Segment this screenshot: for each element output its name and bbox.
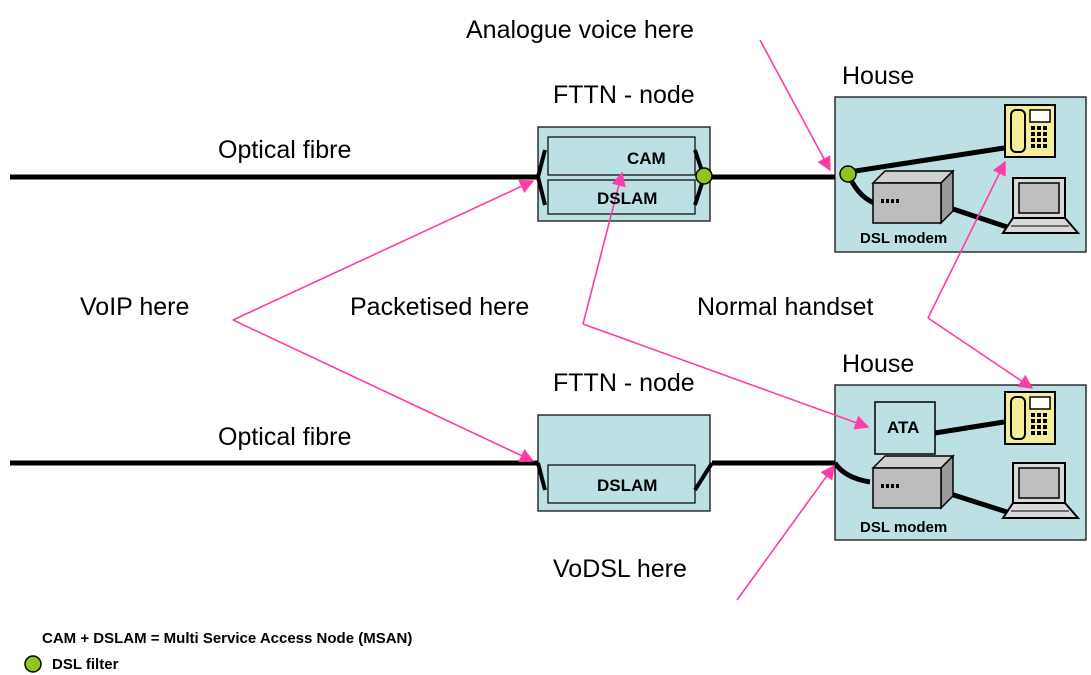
telephone-top-icon: [1004, 104, 1056, 158]
label-vodsl: VoDSL here: [553, 555, 687, 583]
arrow-handset-top: [927, 160, 1006, 319]
label-fttn-node-bottom: FTTN - node: [553, 369, 695, 397]
arrow-voip-bottom: [232, 319, 535, 463]
dsl-modem-bottom-icon: [872, 455, 954, 509]
legend: CAM + DSLAM = Multi Service Access Node …: [24, 630, 412, 673]
dsl-filter-house-icon: [839, 165, 857, 183]
dslam-bottom-label: DSLAM: [597, 476, 657, 495]
label-voip: VoIP here: [80, 293, 189, 321]
dsl-modem-top-label: DSL modem: [860, 230, 947, 247]
arrow-vodsl: [736, 464, 835, 601]
label-fttn-node-top: FTTN - node: [553, 81, 695, 109]
cam-label: CAM: [627, 149, 666, 168]
label-packetised: Packetised here: [350, 293, 529, 321]
arrow-packetised-bottom: [582, 323, 870, 430]
legend-dsl-filter-icon: [24, 655, 42, 673]
telephone-bottom-icon: [1004, 391, 1056, 445]
arrow-voip-top: [232, 179, 535, 321]
arrow-handset-bottom: [927, 317, 1034, 389]
ata-label: ATA: [887, 418, 919, 437]
ata-box: [874, 401, 936, 455]
label-analogue-voice: Analogue voice here: [466, 16, 694, 44]
dsl-modem-top-icon: [872, 170, 954, 224]
label-house-bottom: House: [842, 350, 914, 378]
dslam-bottom-box: [547, 464, 696, 504]
label-house-top: House: [842, 62, 914, 90]
label-normal-handset: Normal handset: [697, 293, 874, 321]
legend-msan-text: CAM + DSLAM = Multi Service Access Node …: [42, 630, 412, 647]
cam-box: [547, 136, 696, 176]
dsl-filter-node-icon: [695, 167, 713, 185]
arrow-analogue-voice: [759, 39, 831, 172]
dslam-top-label: DSLAM: [597, 189, 657, 208]
legend-dsl-filter-text: DSL filter: [52, 656, 119, 673]
top-network-row: [10, 96, 1087, 253]
label-optical-fibre-top: Optical fibre: [218, 136, 351, 164]
arrow-packetised-top: [582, 171, 626, 325]
dsl-modem-bottom-label: DSL modem: [860, 519, 947, 536]
label-optical-fibre-bottom: Optical fibre: [218, 423, 351, 451]
annotation-arrows: [232, 39, 1034, 601]
bottom-network-row: [10, 384, 1087, 541]
